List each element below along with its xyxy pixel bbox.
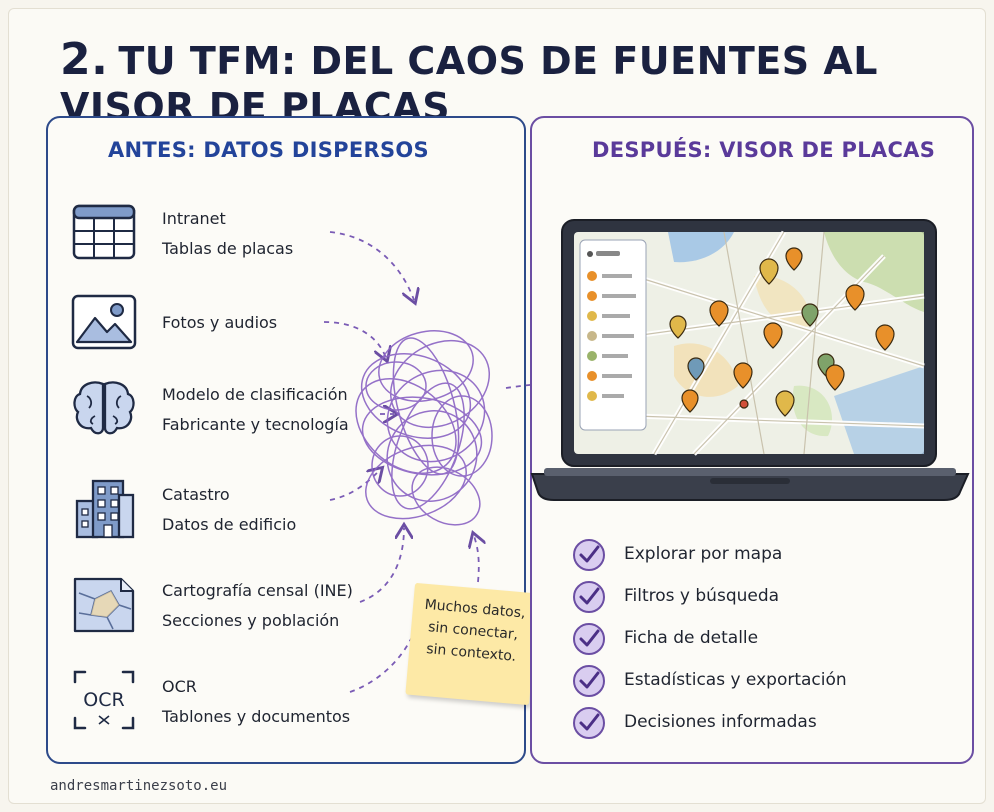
source-ocr-subtitle: Tablones y documentos (162, 707, 351, 726)
feature-label: Decisiones informadas (624, 712, 817, 732)
arrow-note (474, 536, 479, 583)
source-catastro-subtitle: Datos de edificio (162, 515, 297, 534)
arrow-photos (323, 321, 386, 358)
arrow-intranet (329, 231, 414, 300)
source-classifier: Modelo de clasificación Fabricante y tec… (70, 374, 430, 446)
map-pins (669, 247, 895, 417)
image-icon (70, 288, 138, 356)
footer-website: andresmartinezsoto.eu (50, 778, 228, 794)
data-chaos-tangle (355, 330, 493, 526)
map-icon (70, 570, 138, 638)
source-intranet-title: Intranet (162, 209, 226, 228)
before-heading: ANTES: DATOS DISPERSOS (108, 138, 429, 162)
source-classifier-title: Modelo de clasificación (162, 385, 348, 404)
sticky-note: Muchos datos, sin conectar, sin contexto… (405, 582, 539, 706)
feature-label: Explorar por mapa (624, 544, 783, 564)
table-icon (70, 198, 138, 266)
source-photos: Fotos y audios (70, 288, 430, 360)
arrow-catastro (329, 470, 380, 501)
source-intranet: Intranet Tablas de placas (70, 198, 430, 270)
source-classifier-subtitle: Fabricante y tecnología (162, 415, 349, 434)
source-ine: Cartografía censal (INE) Secciones y pob… (70, 570, 430, 642)
check-icon (573, 539, 605, 571)
check-icon (573, 581, 605, 613)
after-heading: DESPUÉS: VISOR DE PLACAS (592, 138, 936, 162)
viewer-list-items (587, 271, 636, 401)
check-icon (573, 665, 605, 697)
feature-label: Estadísticas y exportación (624, 670, 847, 690)
source-photos-title: Fotos y audios (162, 313, 278, 332)
svg-text:OCR: OCR (83, 689, 124, 711)
source-catastro-title: Catastro (162, 485, 230, 504)
building-icon (70, 474, 138, 542)
check-icon (573, 707, 605, 739)
laptop-illustration (530, 219, 970, 501)
brain-icon (70, 374, 138, 442)
source-ine-subtitle: Secciones y población (162, 611, 340, 630)
source-ocr-title: OCR (162, 677, 197, 696)
arrow-ine (359, 528, 404, 603)
feature-label: Filtros y búsqueda (624, 586, 780, 606)
source-intranet-subtitle: Tablas de placas (162, 239, 294, 258)
source-catastro: Catastro Datos de edificio (70, 474, 430, 546)
slide-number: 2. (60, 34, 109, 85)
source-ocr: OCR OCR Tablones y documentos (70, 666, 430, 738)
source-ine-title: Cartografía censal (INE) (162, 581, 353, 600)
ocr-icon: OCR (70, 666, 138, 734)
check-icon (573, 623, 605, 655)
feature-label: Ficha de detalle (624, 628, 759, 648)
